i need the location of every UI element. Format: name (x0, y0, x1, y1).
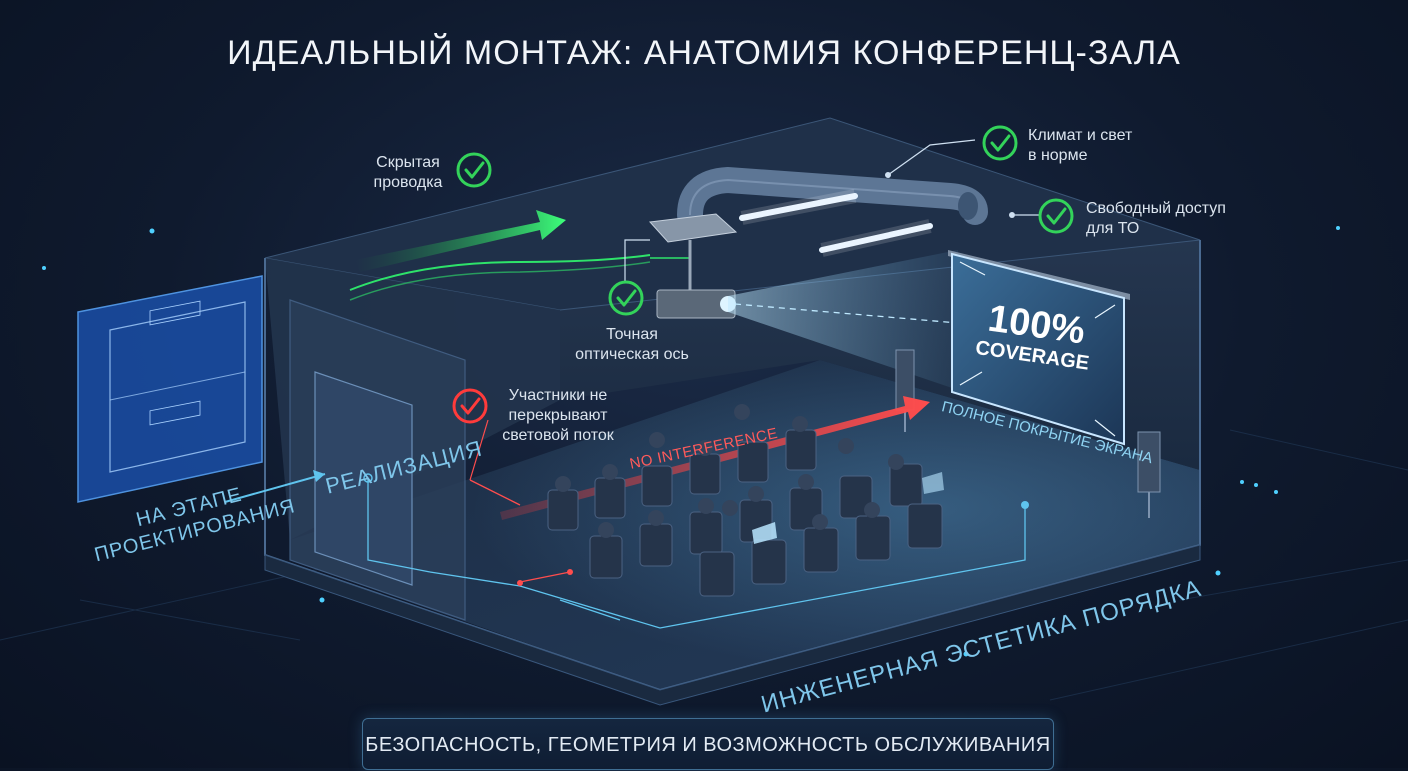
stage-arrow (224, 473, 326, 503)
background-dots (42, 226, 1340, 657)
floor-lines (367, 478, 1026, 629)
ventilation-duct (677, 166, 988, 228)
audience (547, 429, 943, 597)
callout-participants: Участники не перекрывают световой поток (502, 387, 614, 444)
page-title: ИДЕАЛЬНЫЙ МОНТАЖ: АНАТОМИЯ КОНФЕРЕНЦ-ЗАЛ… (227, 34, 1181, 72)
laptop-icon (752, 472, 944, 544)
speaker-icon (895, 349, 1161, 518)
blueprint-panel (77, 275, 263, 503)
projector-icon (648, 213, 738, 319)
participants (555, 404, 904, 538)
callout-climate-light: Климат и свет в норме (1028, 127, 1133, 164)
footer-banner: БЕЗОПАСНОСТЬ, ГЕОМЕТРИЯ И ВОЗМОЖНОСТЬ ОБ… (362, 718, 1054, 770)
callout-lines (624, 139, 1040, 282)
callout-hidden-wiring: Скрытая проводка (373, 154, 443, 191)
callout-optical-axis: Точная оптическая ось (575, 326, 689, 363)
ceiling-lights (739, 189, 933, 257)
wiring-arrow (355, 210, 566, 272)
projection-screen (948, 250, 1130, 446)
check-circle-icon (452, 125, 1074, 424)
callout-free-access: Свободный доступ для ТО (1086, 200, 1226, 237)
